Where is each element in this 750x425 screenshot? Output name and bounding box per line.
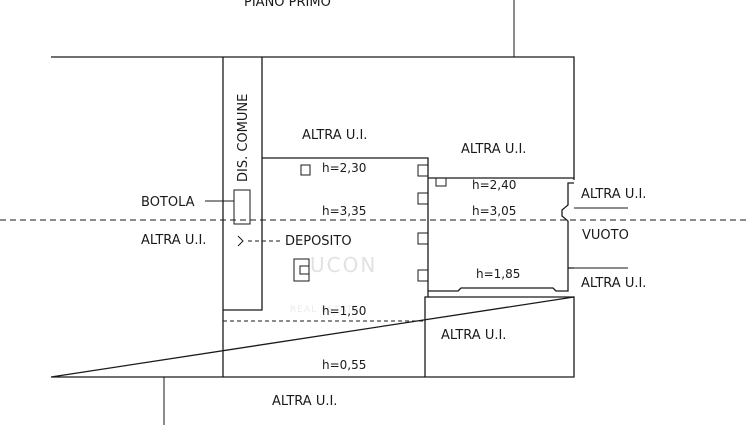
pillar xyxy=(417,232,429,245)
deposito-walls xyxy=(262,157,429,297)
watermark-text: UCON xyxy=(310,253,377,277)
height-label: h=2,40 xyxy=(472,178,516,192)
pillar xyxy=(293,258,310,282)
height-label: h=2,30 xyxy=(322,161,366,175)
height-label: h=1,50 xyxy=(322,304,366,318)
label-altra-ui: ALTRA U.I. xyxy=(581,276,646,291)
outer-wall xyxy=(50,56,575,378)
floor-title: PIANO PRIMO xyxy=(244,0,331,10)
label-altra-ui: ALTRA U.I. xyxy=(581,187,646,202)
label-altra-ui: ALTRA U.I. xyxy=(302,128,367,143)
corridor-walls xyxy=(222,57,263,377)
pillar xyxy=(299,265,310,275)
pillar xyxy=(417,192,429,205)
label-vuoto: VUOTO xyxy=(582,228,629,243)
right-room-walls xyxy=(428,177,574,292)
label-altra-ui: ALTRA U.I. xyxy=(272,394,337,409)
height-label: h=3,35 xyxy=(322,204,366,218)
watermark: UCON REAL ESTATE xyxy=(290,253,377,315)
pillar xyxy=(417,269,429,282)
height-label: h=1,85 xyxy=(476,267,520,281)
label-altra-ui: ALTRA U.I. xyxy=(141,233,206,248)
label-botola: BOTOLA xyxy=(141,195,195,210)
pillar xyxy=(417,164,429,177)
botola-hatch xyxy=(233,189,251,225)
height-label: h=0,55 xyxy=(322,358,366,372)
label-deposito: DEPOSITO xyxy=(285,234,352,249)
watermark-subtext: REAL ESTATE xyxy=(290,305,360,315)
entry-arrow xyxy=(237,235,244,247)
pillar xyxy=(300,164,311,176)
label-dis-comune: DIS. COMUNE xyxy=(236,94,251,182)
right-wall-segment xyxy=(424,296,574,377)
pillar xyxy=(435,177,447,187)
label-altra-ui: ALTRA U.I. xyxy=(461,142,526,157)
label-altra-ui: ALTRA U.I. xyxy=(441,328,506,343)
height-label: h=3,05 xyxy=(472,204,516,218)
